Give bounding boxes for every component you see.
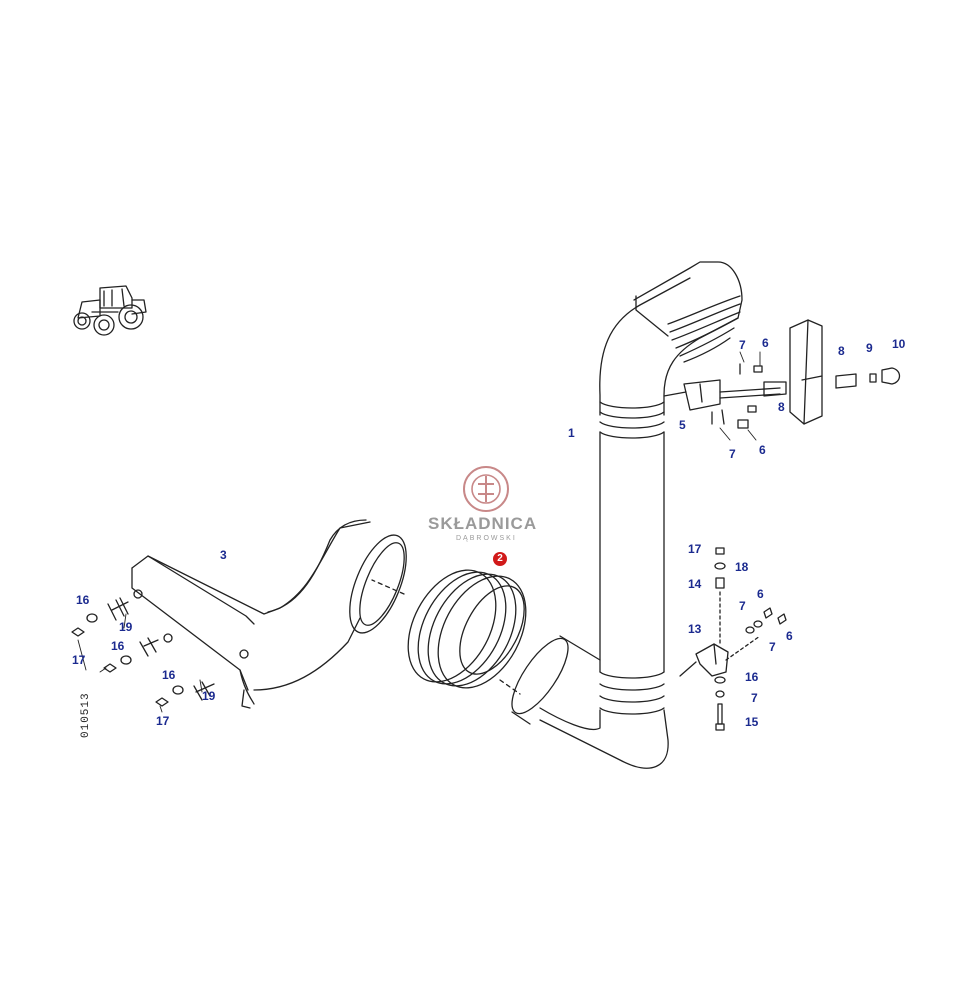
intake-pipe-part-1 (511, 261, 743, 769)
part-label-17[interactable]: 17 (688, 542, 702, 556)
part-label-16[interactable]: 16 (745, 670, 759, 684)
watermark-logo (463, 466, 509, 512)
drawing-code: 010513 (80, 692, 92, 738)
part-label-10[interactable]: 10 (892, 337, 906, 351)
part-label-9[interactable]: 9 (866, 341, 873, 355)
fasteners-left (71, 597, 215, 707)
part-label-1[interactable]: 1 (568, 426, 575, 440)
part-label-16[interactable]: 16 (111, 639, 125, 653)
part-label-8[interactable]: 8 (778, 400, 785, 414)
part-label-13[interactable]: 13 (688, 622, 702, 636)
part-label-7[interactable]: 7 (739, 338, 746, 352)
part-label-6[interactable]: 6 (757, 587, 764, 601)
duct-part-3 (131, 519, 407, 709)
part-label-19[interactable]: 19 (119, 620, 133, 634)
part-label-5[interactable]: 5 (679, 418, 686, 432)
part-label-8[interactable]: 8 (838, 344, 845, 358)
part-label-7[interactable]: 7 (769, 640, 776, 654)
part-label-15[interactable]: 15 (745, 715, 759, 729)
bellows-part-2 (371, 569, 527, 695)
part-label-7[interactable]: 7 (751, 691, 758, 705)
watermark-subtitle: DĄBROWSKI (456, 535, 517, 542)
part-label-14[interactable]: 14 (688, 577, 702, 591)
part-label-6[interactable]: 6 (786, 629, 793, 643)
part-label-16[interactable]: 16 (162, 668, 176, 682)
watermark-brand: SKŁADNICA (428, 514, 538, 533)
part-label-18[interactable]: 18 (735, 560, 749, 574)
part-label-17[interactable]: 17 (156, 714, 170, 728)
part-label-6[interactable]: 6 (759, 443, 766, 457)
mount-bracket-assembly (679, 547, 787, 731)
hotspot-marker[interactable]: 2 (493, 552, 507, 566)
part-label-7[interactable]: 7 (729, 447, 736, 461)
part-label-7[interactable]: 7 (739, 599, 746, 613)
part-label-3[interactable]: 3 (220, 548, 227, 562)
part-label-6[interactable]: 6 (762, 336, 769, 350)
part-label-17[interactable]: 17 (72, 653, 86, 667)
part-label-19[interactable]: 19 (202, 689, 216, 703)
leader-lines (77, 351, 761, 713)
cap-bracket-assembly (663, 319, 901, 429)
part-label-16[interactable]: 16 (76, 593, 90, 607)
tractor-icon (73, 285, 147, 336)
